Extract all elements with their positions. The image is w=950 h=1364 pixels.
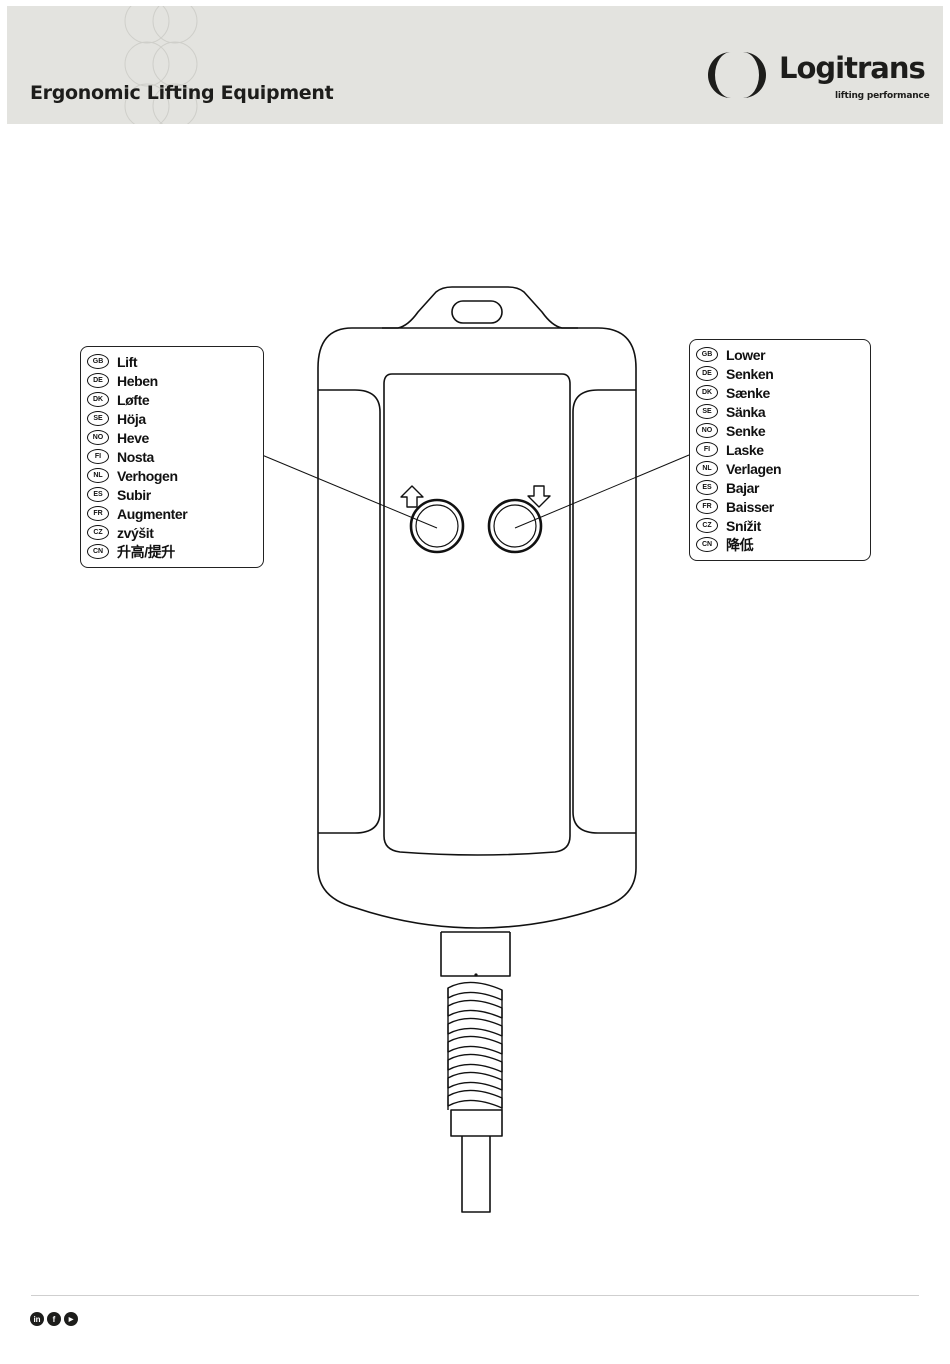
lower-label-text: Baisser bbox=[726, 499, 774, 515]
country-code-badge: SE bbox=[87, 411, 109, 426]
lift-label-row: FR Augmenter bbox=[87, 504, 257, 523]
lift-label-text: Verhogen bbox=[117, 468, 178, 484]
lower-label-row: GB Lower bbox=[696, 345, 864, 364]
lower-label-row: FI Laske bbox=[696, 440, 864, 459]
front-panel bbox=[384, 374, 570, 855]
lift-label-row: DE Heben bbox=[87, 371, 257, 390]
country-code-badge: FR bbox=[696, 499, 718, 514]
linkedin-icon[interactable]: in bbox=[30, 1312, 44, 1326]
country-code-badge: GB bbox=[696, 347, 718, 362]
lift-label-row: NL Verhogen bbox=[87, 466, 257, 485]
up-arrow-icon bbox=[401, 486, 423, 507]
lower-label-text: Laske bbox=[726, 442, 764, 458]
country-code-badge: SE bbox=[696, 404, 718, 419]
lift-label-text: Heben bbox=[117, 373, 158, 389]
lower-label-text: 降低 bbox=[726, 535, 753, 555]
lift-label-text: Augmenter bbox=[117, 506, 187, 522]
cable-collar bbox=[441, 932, 510, 976]
country-code-badge: DK bbox=[696, 385, 718, 400]
lift-label-row: DK Løfte bbox=[87, 390, 257, 409]
lower-label-text: Lower bbox=[726, 347, 765, 363]
facebook-icon[interactable]: f bbox=[47, 1312, 61, 1326]
lower-label-row: SE Sänka bbox=[696, 402, 864, 421]
country-code-badge: CZ bbox=[87, 525, 109, 540]
lift-label-text: 升高/提升 bbox=[117, 542, 175, 562]
lower-label-row: DE Senken bbox=[696, 364, 864, 383]
hanger-tab bbox=[382, 287, 578, 328]
country-code-badge: FR bbox=[87, 506, 109, 521]
country-code-badge: GB bbox=[87, 354, 109, 369]
lift-label-row: GB Lift bbox=[87, 352, 257, 371]
country-code-badge: NL bbox=[696, 461, 718, 476]
lift-label-row: NO Heve bbox=[87, 428, 257, 447]
remote-body bbox=[318, 328, 636, 928]
lower-label-text: Sænke bbox=[726, 385, 770, 401]
lift-label-row: FI Nosta bbox=[87, 447, 257, 466]
country-code-badge: CN bbox=[696, 537, 718, 552]
country-code-badge: FI bbox=[696, 442, 718, 457]
country-code-badge: ES bbox=[87, 487, 109, 502]
lift-label-row: SE Höja bbox=[87, 409, 257, 428]
lower-label-row: CZ Snížit bbox=[696, 516, 864, 535]
lift-label-text: Lift bbox=[117, 354, 137, 370]
lower-label-row: ES Bajar bbox=[696, 478, 864, 497]
lower-label-text: Sänka bbox=[726, 404, 765, 420]
lower-leader-line bbox=[515, 455, 689, 528]
cable-end-sleeve bbox=[451, 1110, 502, 1136]
lift-label-text: Heve bbox=[117, 430, 149, 446]
lift-button bbox=[411, 500, 463, 552]
country-code-badge: DE bbox=[696, 366, 718, 381]
lower-label-row: NO Senke bbox=[696, 421, 864, 440]
lift-label-text: zvýšit bbox=[117, 525, 154, 541]
lift-label-text: Løfte bbox=[117, 392, 149, 408]
footer-divider bbox=[31, 1295, 919, 1296]
lower-label-row: CN 降低 bbox=[696, 535, 864, 554]
right-grip bbox=[573, 390, 636, 833]
country-code-badge: NL bbox=[87, 468, 109, 483]
hanger-slot bbox=[452, 301, 502, 323]
lower-label-text: Verlagen bbox=[726, 461, 781, 477]
country-code-badge: DK bbox=[87, 392, 109, 407]
lift-label-text: Höja bbox=[117, 411, 146, 427]
lower-label-text: Snížit bbox=[726, 518, 761, 534]
lift-label-row: CZ zvýšit bbox=[87, 523, 257, 542]
country-code-badge: DE bbox=[87, 373, 109, 388]
lower-label-row: NL Verlagen bbox=[696, 459, 864, 478]
lower-label-row: FR Baisser bbox=[696, 497, 864, 516]
country-code-badge: ES bbox=[696, 480, 718, 495]
lift-label-row: ES Subir bbox=[87, 485, 257, 504]
lower-label-row: DK Sænke bbox=[696, 383, 864, 402]
lift-label-text: Nosta bbox=[117, 449, 154, 465]
down-arrow-icon bbox=[528, 486, 550, 507]
youtube-icon[interactable]: ▶ bbox=[64, 1312, 78, 1326]
coil-spring bbox=[448, 982, 502, 1110]
left-grip bbox=[318, 390, 380, 833]
lower-label-text: Senke bbox=[726, 423, 765, 439]
country-code-badge: CZ bbox=[696, 518, 718, 533]
lift-label-box: GB Lift DE Heben DK Løfte SE Höja NO Heve FI N… bbox=[80, 346, 264, 568]
lift-leader-line bbox=[262, 455, 437, 528]
lower-button bbox=[489, 500, 541, 552]
country-code-badge: NO bbox=[696, 423, 718, 438]
lift-label-text: Subir bbox=[117, 487, 151, 503]
cable bbox=[462, 1136, 490, 1212]
lower-label-text: Bajar bbox=[726, 480, 759, 496]
country-code-badge: CN bbox=[87, 544, 109, 559]
country-code-badge: NO bbox=[87, 430, 109, 445]
lower-label-box: GB Lower DE Senken DK Sænke SE Sänka NO Senke… bbox=[689, 339, 871, 561]
country-code-badge: FI bbox=[87, 449, 109, 464]
lift-label-row: CN 升高/提升 bbox=[87, 542, 257, 561]
lower-label-text: Senken bbox=[726, 366, 773, 382]
